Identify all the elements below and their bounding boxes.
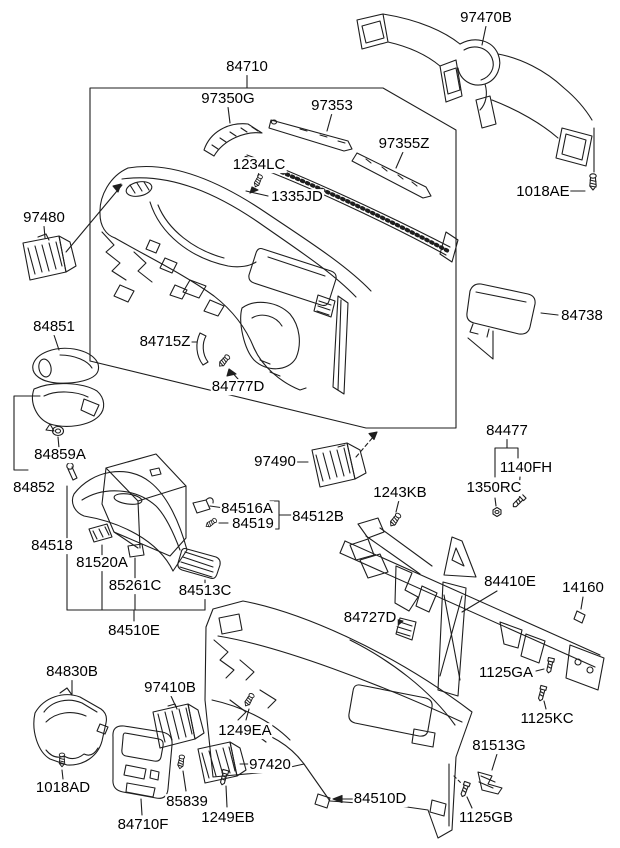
part-label-97353: 97353 <box>310 97 354 115</box>
part-label-84710: 84710 <box>225 58 269 76</box>
cover-84738-drawing <box>466 283 559 360</box>
part-label-84859A: 84859A <box>33 446 87 464</box>
part-label-84510E: 84510E <box>107 622 161 640</box>
shroud-84851-84852-drawing <box>13 334 105 471</box>
part-label-97355Z: 97355Z <box>377 135 431 153</box>
part-label-85839: 85839 <box>165 793 209 811</box>
fastener-1243KB-drawing <box>388 499 403 529</box>
center-facia-84710F-drawing <box>112 725 173 816</box>
fastener-1249EA-drawing <box>242 692 256 721</box>
duct-97470B-drawing <box>356 13 597 192</box>
part-label-1140FH: 1140FH <box>498 459 554 477</box>
fastener-85839-drawing <box>176 754 187 792</box>
part-label-84477: 84477 <box>485 422 529 440</box>
cowl-rail-97355Z-drawing <box>351 151 432 199</box>
fastener-1249EB-drawing <box>218 768 230 808</box>
part-label-84518: 84518 <box>30 537 74 555</box>
cluster-facia-84830B-drawing <box>33 679 109 780</box>
part-label-1125KC: 1125KC <box>519 710 575 728</box>
part-label-85261C: 85261C <box>107 577 163 595</box>
part-label-81513G: 81513G <box>471 737 527 755</box>
part-label-1335JD: 1335JD <box>270 188 324 206</box>
part-label-97410B: 97410B <box>143 679 197 697</box>
part-label-84516A: 84516A <box>220 500 274 518</box>
part-label-14160: 14160 <box>561 579 605 597</box>
part-label-1018AE: 1018AE <box>515 183 571 201</box>
part-label-1125GA: 1125GA <box>478 664 534 682</box>
part-label-84410E: 84410E <box>483 573 537 591</box>
part-label-84727D: 84727D <box>342 609 398 627</box>
part-label-84710F: 84710F <box>116 816 170 834</box>
part-label-84851: 84851 <box>32 318 76 336</box>
part-label-84513C: 84513C <box>177 582 233 600</box>
part-label-97350G: 97350G <box>200 90 256 108</box>
vent-97490-drawing <box>296 431 378 488</box>
part-label-1243KB: 1243KB <box>372 484 428 502</box>
part-label-1249EB: 1249EB <box>200 809 256 827</box>
hardware-84477-drawing <box>492 437 527 518</box>
part-label-84852: 84852 <box>12 479 56 497</box>
part-label-1018AD: 1018AD <box>34 779 92 797</box>
part-label-84738: 84738 <box>560 307 604 325</box>
part-label-84777D: 84777D <box>210 378 266 396</box>
lower-crash-pad-84510D-drawing <box>204 600 503 839</box>
part-label-1234LC: 1234LC <box>231 156 287 174</box>
part-label-81520A: 81520A <box>75 554 129 572</box>
part-label-84510D: 84510D <box>352 790 408 808</box>
part-label-97490: 97490 <box>253 453 297 471</box>
part-label-84715Z: 84715Z <box>138 333 192 351</box>
vent-97480-drawing <box>22 183 123 281</box>
part-label-84830B: 84830B <box>45 663 99 681</box>
part-label-1249EA: 1249EA <box>217 722 273 740</box>
part-label-97420: 97420 <box>248 756 292 774</box>
vent-97410B-drawing <box>152 695 205 749</box>
fastener-1234LC-1335JD-drawing <box>245 171 269 197</box>
part-label-84519: 84519 <box>231 515 275 533</box>
part-label-84512B: 84512B <box>291 508 345 526</box>
part-label-97480: 97480 <box>22 209 66 227</box>
assembly-box-84710 <box>89 74 457 429</box>
part-label-1350RC: 1350RC <box>465 479 523 497</box>
bracket-84715Z-drawing <box>189 332 239 380</box>
part-label-97470B: 97470B <box>459 9 513 27</box>
part-label-1125GB: 1125GB <box>458 809 514 827</box>
cowl-cover-97350G-drawing <box>203 106 263 157</box>
cowl-rail-97353-drawing <box>268 112 353 152</box>
